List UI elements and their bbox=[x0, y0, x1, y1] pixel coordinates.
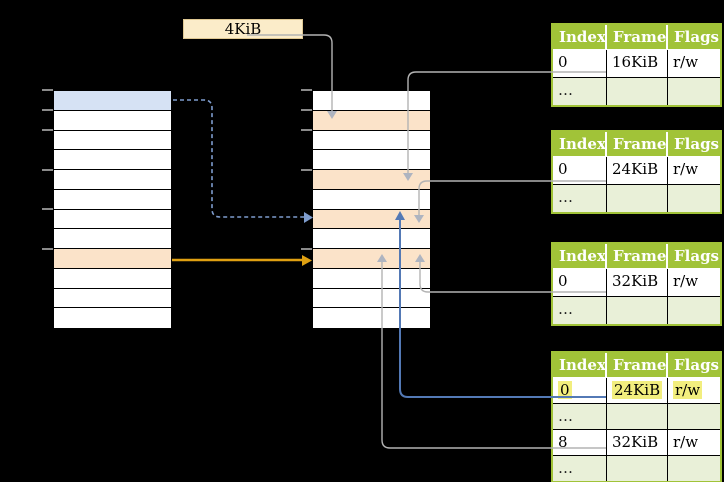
table-row: … bbox=[553, 404, 720, 430]
memory-row-white bbox=[54, 308, 171, 328]
column-header-flags: Flags bbox=[674, 247, 719, 265]
address-tick bbox=[301, 129, 312, 131]
arrow-virtual-to-frame-dashed bbox=[173, 99, 313, 223]
column-header-index: Index bbox=[553, 25, 607, 49]
table-cell: 24KiB bbox=[607, 157, 668, 184]
memory-row-white bbox=[313, 268, 430, 289]
address-tick bbox=[301, 248, 312, 250]
memory-row-orange bbox=[54, 249, 171, 269]
memory-row-orange bbox=[313, 209, 430, 230]
table-cell: r/w bbox=[673, 381, 703, 399]
column-header-frame: Frame bbox=[607, 25, 668, 49]
table-cell bbox=[607, 297, 668, 324]
table-cell bbox=[607, 78, 668, 105]
column-header-index: Index bbox=[553, 244, 607, 268]
memory-row-orange bbox=[313, 110, 430, 131]
memory-row-white bbox=[54, 110, 171, 131]
column-header-frame: Frame bbox=[607, 244, 668, 268]
memory-row-white bbox=[313, 288, 430, 309]
memory-row-white bbox=[313, 91, 430, 111]
column-header-frame: Frame bbox=[607, 353, 668, 377]
table-cell: … bbox=[553, 78, 607, 105]
memory-row-orange bbox=[313, 170, 430, 190]
table-cell bbox=[607, 456, 668, 481]
table-cell: 16KiB bbox=[607, 50, 668, 77]
virtual-memory-column bbox=[53, 90, 172, 329]
table-cell: 32KiB bbox=[607, 269, 668, 296]
address-tick bbox=[42, 89, 53, 91]
address-tick bbox=[301, 169, 312, 171]
physical-memory-column bbox=[312, 90, 431, 329]
column-header-index: Index bbox=[553, 353, 607, 377]
table-cell bbox=[668, 78, 720, 105]
table-cell bbox=[607, 185, 668, 212]
memory-row-white bbox=[313, 130, 430, 151]
table-cell: 8 bbox=[553, 430, 607, 455]
memory-row-white bbox=[313, 308, 430, 328]
table-cell: … bbox=[553, 185, 607, 212]
frame-size-label: 4KiB bbox=[183, 19, 303, 39]
column-header-flags: Flags bbox=[674, 28, 719, 46]
memory-row-white bbox=[54, 288, 171, 309]
table-row: … bbox=[553, 456, 720, 481]
table-cell bbox=[607, 404, 668, 429]
table-cell: 0 bbox=[553, 50, 607, 77]
table-cell: r/w bbox=[673, 160, 699, 178]
table-cell: 32KiB bbox=[607, 430, 668, 455]
table-cell: 0 bbox=[553, 157, 607, 184]
memory-row-white bbox=[54, 209, 171, 230]
address-tick bbox=[42, 169, 53, 171]
column-header-index: Index bbox=[553, 132, 607, 156]
memory-row-white bbox=[54, 229, 171, 249]
memory-row-white bbox=[54, 150, 171, 170]
table-cell: 0 bbox=[553, 269, 607, 296]
table-cell bbox=[668, 185, 720, 212]
address-tick bbox=[301, 89, 312, 91]
table-row: … bbox=[553, 185, 720, 212]
memory-row-white bbox=[54, 268, 171, 289]
memory-row-white bbox=[54, 170, 171, 190]
table-cell: 0 bbox=[553, 378, 607, 403]
table-cell: r/w bbox=[673, 433, 699, 451]
table-cell: r/w bbox=[673, 272, 699, 290]
table-cell: 24KiB bbox=[607, 378, 668, 403]
column-header-frame: Frame bbox=[607, 132, 668, 156]
table-row: … bbox=[553, 297, 720, 324]
address-tick bbox=[42, 129, 53, 131]
address-tick bbox=[42, 208, 53, 210]
column-header-flags: Flags bbox=[674, 135, 719, 153]
table-cell: r/w bbox=[673, 53, 699, 71]
table-row: … bbox=[553, 78, 720, 105]
memory-row-white bbox=[313, 150, 430, 170]
table-cell: … bbox=[553, 297, 607, 324]
table-cell bbox=[668, 297, 720, 324]
table-cell: … bbox=[553, 404, 607, 429]
arrow-virtual-to-frame-orange bbox=[172, 255, 312, 266]
table-cell: … bbox=[553, 456, 607, 481]
memory-row-blue bbox=[54, 91, 171, 111]
memory-row-orange bbox=[313, 249, 430, 269]
address-tick bbox=[42, 248, 53, 250]
memory-row-white bbox=[313, 229, 430, 249]
table-cell bbox=[668, 456, 720, 481]
memory-row-white bbox=[54, 130, 171, 151]
memory-row-white bbox=[313, 189, 430, 210]
column-header-flags: Flags bbox=[674, 356, 719, 374]
table-cell bbox=[668, 404, 720, 429]
address-tick bbox=[301, 109, 312, 111]
memory-row-white bbox=[54, 189, 171, 210]
address-tick bbox=[42, 109, 53, 111]
